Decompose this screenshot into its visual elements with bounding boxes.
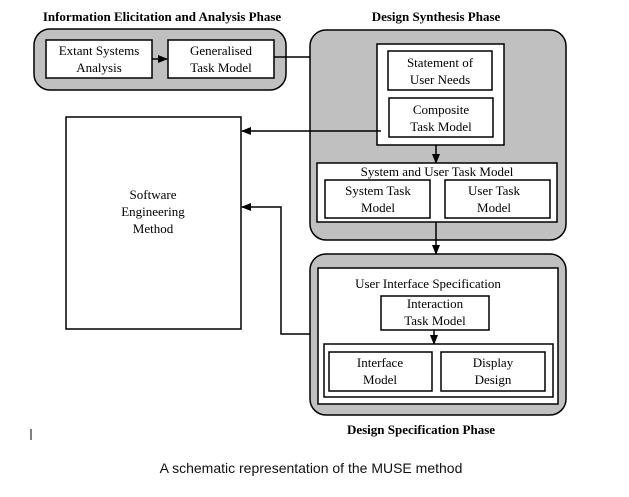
sem-line-2: Engineering	[121, 204, 185, 219]
sem-line-1: Software	[130, 187, 177, 202]
system-task-line-2: Model	[361, 200, 395, 215]
composite-line-2: Task Model	[410, 119, 472, 134]
user-task-line-2: Model	[477, 200, 511, 215]
extant-line-1: Extant Systems	[59, 43, 140, 58]
extant-systems-analysis-node: Extant Systems Analysis	[45, 39, 153, 79]
interaction-line-2: Task Model	[404, 313, 466, 328]
user-task-model-node: User Task Model	[444, 179, 551, 219]
interface-model-node: Interface Model	[328, 351, 433, 392]
generalised-line-2: Task Model	[190, 60, 252, 75]
statement-of-user-needs-node: Statement of User Needs	[387, 50, 493, 91]
generalised-line-1: Generalised	[190, 43, 253, 58]
composite-line-1: Composite	[413, 102, 470, 117]
generalised-task-model-node: Generalised Task Model	[167, 39, 275, 79]
system-task-model-node: System Task Model	[324, 179, 431, 219]
sem-line-3: Method	[133, 221, 174, 236]
composite-task-model-node: Composite Task Model	[388, 97, 494, 138]
interaction-task-model-node: Interaction Task Model	[380, 295, 490, 331]
synthesis-phase-title: Design Synthesis Phase	[372, 9, 501, 24]
uis-title: User Interface Specification	[355, 276, 501, 291]
interaction-line-1: Interaction	[407, 296, 464, 311]
elicitation-phase-title: Information Elicitation and Analysis Pha…	[43, 9, 282, 24]
display-design-node: Display Design	[440, 351, 546, 392]
interface-line-1: Interface	[357, 355, 403, 370]
extant-line-2: Analysis	[76, 60, 122, 75]
user-task-line-1: User Task	[468, 183, 520, 198]
interface-line-2: Model	[363, 372, 397, 387]
display-line-1: Display	[473, 355, 514, 370]
software-engineering-method-box: Software Engineering Method	[65, 116, 242, 330]
user-needs-line-1: Statement of	[407, 55, 474, 70]
arrow-specification-to-sem	[241, 203, 310, 335]
user-needs-line-2: User Needs	[410, 72, 470, 87]
specification-phase-title: Design Specification Phase	[347, 422, 495, 437]
display-line-2: Design	[475, 372, 512, 387]
sutm-title: System and User Task Model	[361, 164, 514, 179]
system-task-line-1: System Task	[345, 183, 411, 198]
figure-caption: A schematic representation of the MUSE m…	[160, 460, 463, 476]
